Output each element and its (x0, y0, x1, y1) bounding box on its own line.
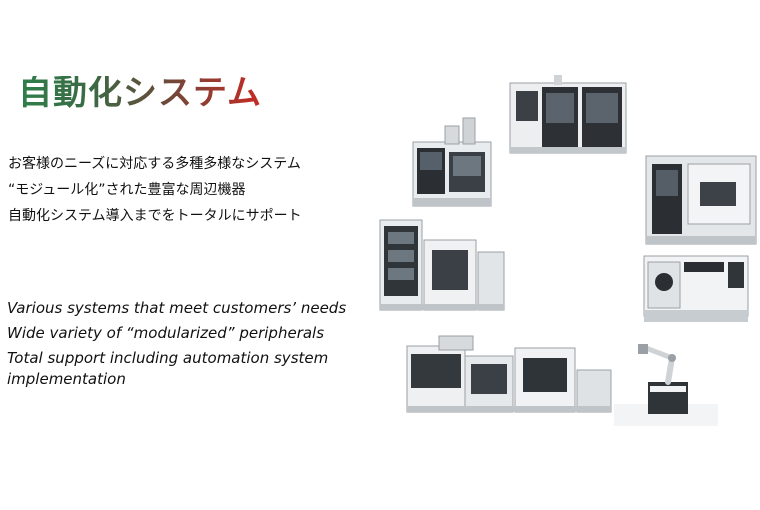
english-bullet-list: Various systems that meet customers’ nee… (7, 298, 397, 390)
en-point-3: Total support including automation syste… (7, 349, 329, 367)
machining-center-icon (405, 112, 497, 212)
en-point-3-cont: implementation (7, 370, 126, 388)
jp-point-2: “モジュール化”された豊富な周辺機器 (8, 182, 246, 198)
enclosed-cell-icon (642, 150, 760, 246)
slide-title: 自動化システム (18, 73, 262, 113)
en-point-2: Wide variety of “modularized” peripheral… (7, 324, 325, 342)
jp-point-1: お客様のニーズに対応する多種多様なシステム (8, 156, 301, 172)
robot-arm-icon (614, 334, 718, 426)
vertical-cell-icon (378, 216, 506, 314)
japanese-bullet-list: お客様のニーズに対応する多種多様なシステム “モジュール化”された豊富な周辺機器… (8, 151, 348, 229)
automation-line-icon (405, 330, 613, 414)
jp-point-3: 自動化システム導入までをトータルにサポート (8, 208, 302, 224)
horizontal-machining-center-icon (508, 71, 628, 155)
en-point-1: Various systems that meet customers’ nee… (7, 299, 347, 317)
turning-center-icon (640, 248, 752, 328)
